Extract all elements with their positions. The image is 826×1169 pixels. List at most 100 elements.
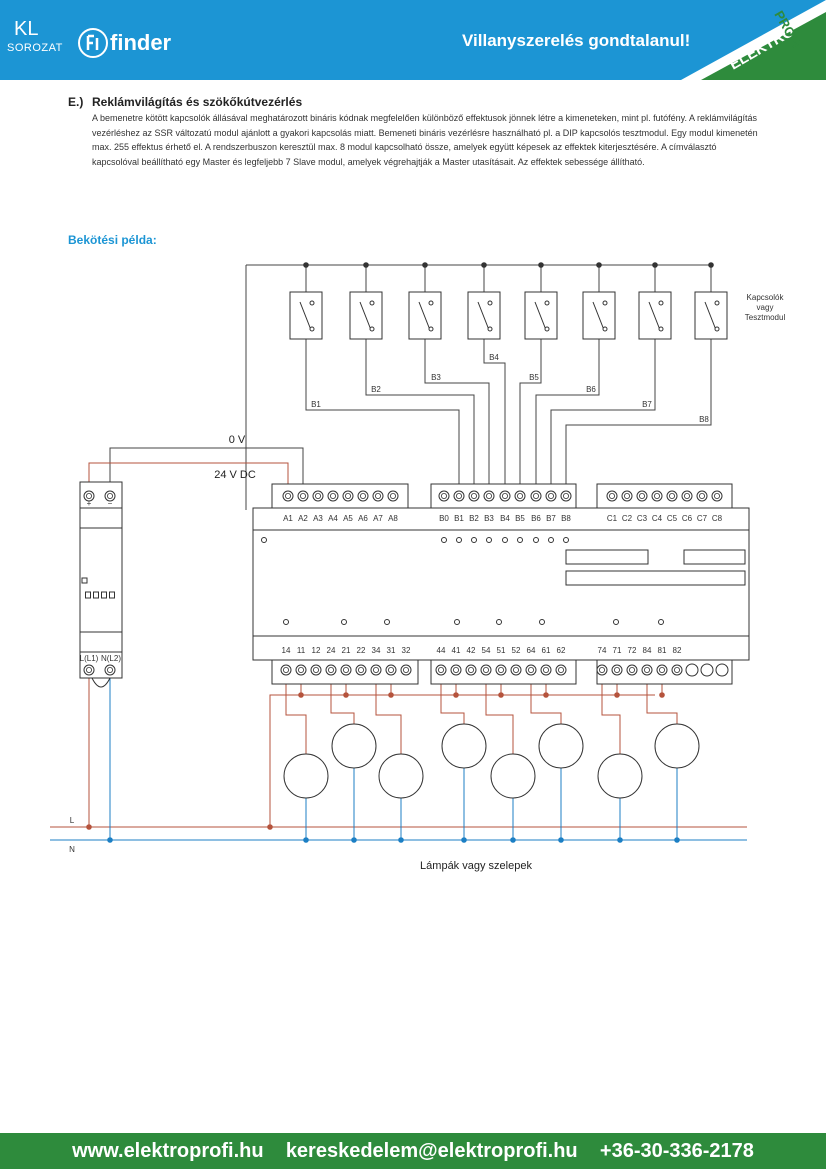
switch-contact [309,300,315,306]
screw-head [644,667,651,674]
output-label: 42 [467,646,476,655]
terminal-label-b: B4 [500,514,510,523]
switch-contact [309,326,315,332]
psu-indicator [93,591,99,599]
output-label: 41 [452,646,461,655]
screw-head [497,667,504,674]
wire [565,339,712,491]
wire [601,675,621,754]
wire [424,339,490,491]
output-label: 44 [437,646,446,655]
switch-box [638,291,672,340]
control-module [252,483,750,685]
junction-dot [614,692,620,698]
output-label: 81 [658,646,667,655]
wire [519,339,542,491]
terminal-label-b: B7 [546,514,556,523]
led-indicator [613,619,619,625]
junction-dot [398,837,404,843]
screw-head [86,492,93,499]
brand-name: finder [110,30,172,55]
junction-dot [481,262,487,268]
footer-email[interactable]: kereskedelem@elektroprofi.hu [285,1140,578,1162]
junction-dot [388,692,394,698]
footer-phone[interactable]: +36-30-336-2178 [599,1140,754,1162]
label-field [683,549,746,565]
wire [646,675,678,724]
switch-lever [418,301,431,331]
page-footer: www.elektroprofi.hu kereskedelem@elektro… [0,1133,826,1169]
junction-dot [510,837,516,843]
output-label: 31 [387,646,396,655]
screw-head [107,492,114,499]
switch-contact [487,300,493,306]
supply-24v-label: 24 V DC [214,469,256,481]
output-label: 34 [372,646,381,655]
switch-lever [648,301,661,331]
screw-head [699,492,706,499]
junction-dot [652,262,658,268]
junction-dot [107,837,113,843]
screw-head [282,667,289,674]
output-label: 32 [402,646,411,655]
screw-head [563,492,570,499]
terminal-label-b: B1 [454,514,464,523]
bus-label: B8 [699,415,709,424]
switch-contact [658,300,664,306]
label-field [565,549,649,565]
bus-label: B2 [371,385,381,394]
screw-head [684,492,691,499]
led-indicator [548,537,554,543]
screw-head [548,492,555,499]
screw-head [517,492,524,499]
terminal-label-b: B6 [531,514,541,523]
switch-box [694,291,728,340]
psu-plus-label: + [87,499,92,508]
unused-terminal [700,663,714,677]
switch-caption: vagy [757,303,774,312]
wire [305,339,460,491]
screw-head [452,667,459,674]
led-indicator [533,537,539,543]
output-label: 22 [357,646,366,655]
psu-clip [91,677,111,688]
series-badge: KL SOROZAT [0,0,72,80]
led-indicator [454,619,460,625]
junction-dot [267,824,273,830]
junction-dot [351,837,357,843]
led-indicator [341,619,347,625]
junction-dot [422,262,428,268]
screw-head [467,667,474,674]
terminal-label-a: A2 [298,514,308,523]
switch-contact [544,326,550,332]
screw-head [455,492,462,499]
switch-box [408,291,442,340]
bus-label: B4 [489,353,499,362]
screw-head [357,667,364,674]
lamp [654,723,700,769]
psu-minus-label: − [108,499,113,508]
psu-l-label: L(L1) [80,654,99,663]
terminal-label-b: B8 [561,514,571,523]
footer-website[interactable]: www.elektroprofi.hu [72,1140,264,1162]
junction-dot [498,692,504,698]
led-indicator [539,619,545,625]
lamp [331,723,377,769]
tagline: Villanyszerelés gondtalanul! [462,31,691,50]
led-indicator [456,537,462,543]
led-indicator [502,537,508,543]
output-label: 11 [297,646,306,655]
psu-n-label: N(L2) [101,654,121,663]
screw-head [599,667,606,674]
screw-head [674,667,681,674]
series-title: KL [14,18,39,40]
junction-dot [86,824,92,830]
wiring-diagram: KapcsolókvagyTesztmodulB1B2B3B4B5B6B7B8A… [50,262,785,872]
switch-lever [534,301,547,331]
terminal-label-a: A8 [388,514,398,523]
terminal-label-b: B5 [515,514,525,523]
switch-contact [602,326,608,332]
screw-head [312,667,319,674]
screw-head [327,667,334,674]
finder-logo-icon [78,28,108,58]
